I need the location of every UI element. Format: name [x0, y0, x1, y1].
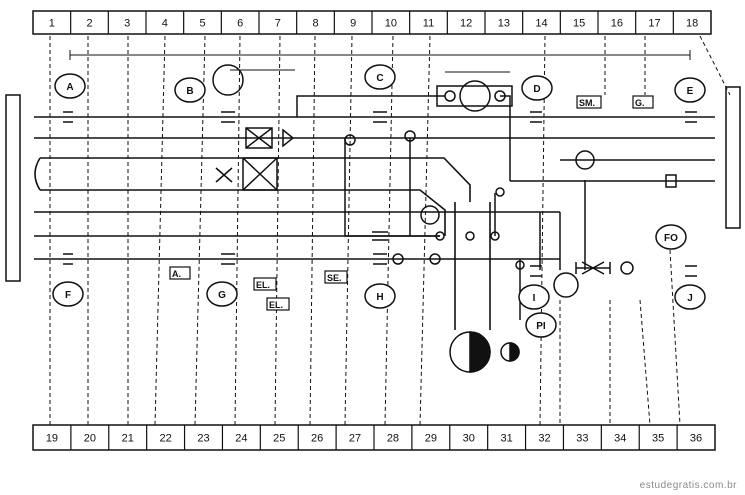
top-strip-number-13: 13 [498, 18, 510, 30]
top-strip-number-4: 4 [162, 18, 168, 30]
bottom-strip-number-34: 34 [614, 433, 626, 445]
instrument-label-fo: FO [664, 233, 678, 244]
instrument-label-b: B [186, 86, 193, 97]
instrument-label-pi: PI [536, 321, 546, 332]
instrument-label-g: G [218, 290, 226, 301]
instrument-circle-j [674, 284, 706, 310]
instrument-label-i: I [533, 293, 536, 304]
instrument-circle-pi [525, 312, 557, 338]
instrument-circle-d [521, 75, 553, 101]
right-end-plate [725, 86, 741, 229]
left-end-plate [5, 94, 21, 282]
branch-lines [296, 95, 586, 320]
instrument-label-c: C [376, 73, 383, 84]
bottom-strip-number-30: 30 [463, 433, 475, 445]
pipe-lines [34, 116, 715, 260]
instrument-label-d: D [533, 84, 540, 95]
top-strip-number-7: 7 [275, 18, 281, 30]
bottom-strip-number-19: 19 [46, 433, 58, 445]
instrument-circle-h [364, 283, 396, 309]
top-strip-number-14: 14 [535, 18, 547, 30]
bottom-strip-number-24: 24 [235, 433, 247, 445]
top-strip-number-18: 18 [686, 18, 698, 30]
instrument-label-a: A [66, 82, 73, 93]
instrument-circle-g [206, 281, 238, 307]
bottom-strip-number-20: 20 [84, 433, 96, 445]
equipment-symbols [212, 64, 634, 373]
tag-label-sm: SM. [579, 98, 595, 108]
tag-boxes: SM. G. A. EL. EL. SE. [169, 95, 654, 311]
instrument-circle-fo [655, 224, 687, 250]
top-strip-number-5: 5 [199, 18, 205, 30]
instrument-label-e: E [687, 86, 694, 97]
top-strip-number-11: 11 [423, 18, 434, 30]
tag-box-el1 [253, 277, 277, 291]
tag-box-sm [576, 95, 602, 109]
instrument-circle-f [52, 281, 84, 307]
instrument-circle-i [518, 284, 550, 310]
top-strip-number-17: 17 [648, 18, 660, 30]
bottom-strip-number-28: 28 [387, 433, 399, 445]
bottom-strip-number-25: 25 [273, 433, 285, 445]
bottom-strip-number-29: 29 [425, 433, 437, 445]
tag-label-g: G. [635, 98, 645, 108]
bottom-strip-number-21: 21 [122, 433, 134, 445]
tag-label-se: SE. [327, 273, 342, 283]
bottom-strip-number-36: 36 [690, 433, 702, 445]
top-strip-number-9: 9 [350, 18, 356, 30]
instrument-circle-a [54, 73, 86, 99]
instrument-circles: A B C D E F G H I J PI FO [52, 64, 706, 338]
top-strip-number-1: 1 [49, 18, 55, 30]
tag-box-se [324, 270, 348, 284]
valves [215, 127, 677, 275]
main-large-pipe [34, 157, 491, 330]
bottom-strip-number-33: 33 [576, 433, 588, 445]
top-strip-number-16: 16 [611, 18, 623, 30]
leader-lines [49, 35, 731, 426]
instrument-circle-c [364, 64, 396, 90]
bottom-strip-number-23: 23 [197, 433, 209, 445]
tag-box-g [632, 95, 654, 109]
top-strip-number-6: 6 [237, 18, 243, 30]
watermark-text: estudegratis.com.br [639, 480, 737, 491]
bottom-strip-number-22: 22 [159, 433, 171, 445]
top-strip-number-2: 2 [86, 18, 92, 30]
tag-label-el2: EL. [269, 300, 283, 310]
instrument-label-h: H [376, 292, 383, 303]
instrument-circle-e [674, 77, 706, 103]
instrument-label-f: F [65, 290, 71, 301]
bottom-number-strip: 19 20 21 22 23 24 25 26 27 28 29 30 31 32 33 34 35 36 [32, 424, 716, 451]
bottom-strip-number-35: 35 [652, 433, 664, 445]
bottom-strip-number-26: 26 [311, 433, 323, 445]
bottom-strip-number-31: 31 [500, 433, 512, 445]
bottom-strip-number-32: 32 [538, 433, 550, 445]
tag-label-el1: EL. [256, 280, 270, 290]
top-strip-number-12: 12 [460, 18, 472, 30]
top-strip-number-10: 10 [385, 18, 397, 30]
instrument-label-j: J [687, 293, 693, 304]
tag-box-el2 [266, 297, 290, 311]
instrument-taps [63, 111, 697, 277]
dimension-lines [69, 50, 691, 73]
tag-label-a: A. [172, 269, 181, 279]
top-strip-number-15: 15 [573, 18, 585, 30]
bottom-strip-number-27: 27 [349, 433, 361, 445]
top-strip-number-8: 8 [312, 18, 318, 30]
instrument-circle-b [174, 77, 206, 103]
top-strip-number-3: 3 [124, 18, 130, 30]
tag-box-a [169, 266, 191, 280]
